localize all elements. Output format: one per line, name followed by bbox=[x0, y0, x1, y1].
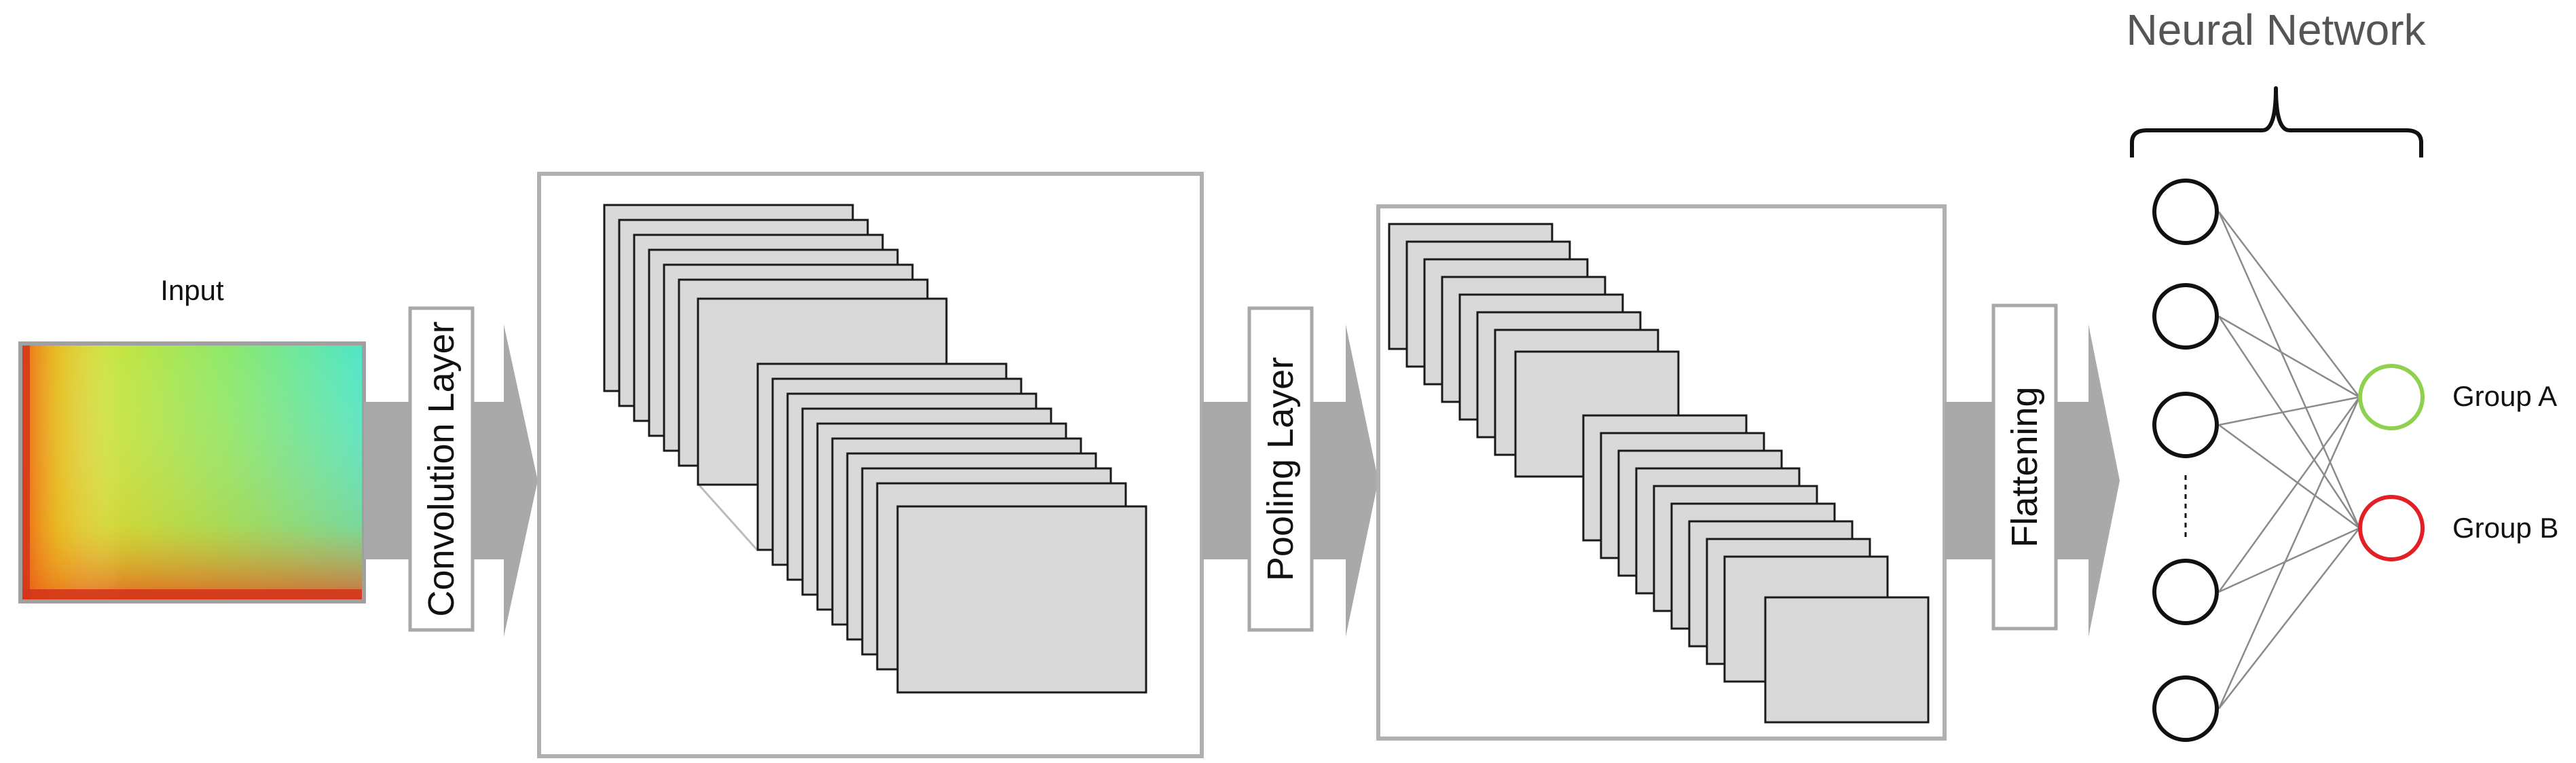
pooling-layer-label: Pooling Layer bbox=[1260, 357, 1301, 581]
convolution-layer-label: Convolution Layer bbox=[421, 321, 462, 616]
convolution-layer-label-box: Convolution Layer bbox=[408, 306, 475, 632]
neural-network-brace bbox=[2130, 86, 2423, 157]
input-heatmap bbox=[18, 341, 366, 603]
flattening-label-box: Flattening bbox=[1991, 303, 2058, 631]
pooling-feature-maps bbox=[1388, 223, 1930, 724]
convolution-feature-maps bbox=[603, 204, 1147, 694]
input-neurons bbox=[2152, 179, 2219, 742]
group-a-label: Group A bbox=[2452, 380, 2557, 412]
group-b-label: Group B bbox=[2452, 512, 2558, 544]
pooling-layer-label-box: Pooling Layer bbox=[1247, 306, 1314, 632]
neural-network-title: Neural Network bbox=[2126, 5, 2426, 54]
flattening-label: Flattening bbox=[2004, 386, 2045, 547]
group-a-output-neuron bbox=[2358, 364, 2425, 430]
group-b-output-neuron bbox=[2358, 495, 2425, 561]
network-connections bbox=[2218, 211, 2361, 709]
input-label: Input bbox=[160, 274, 224, 306]
